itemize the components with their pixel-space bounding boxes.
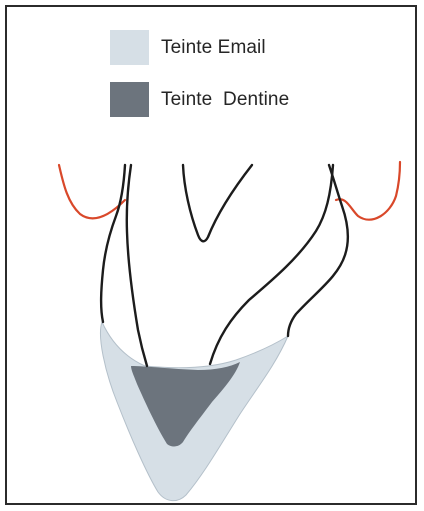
tooth-outline-right-outer — [288, 165, 348, 336]
tooth-outline-right-inner — [210, 165, 333, 364]
tooth-central-notch — [183, 165, 252, 241]
gingiva-right-line — [336, 162, 400, 220]
gingiva-left-line — [59, 165, 125, 218]
tooth-outline-left-outer — [101, 165, 125, 322]
tooth-outline-left-inner — [127, 165, 147, 366]
